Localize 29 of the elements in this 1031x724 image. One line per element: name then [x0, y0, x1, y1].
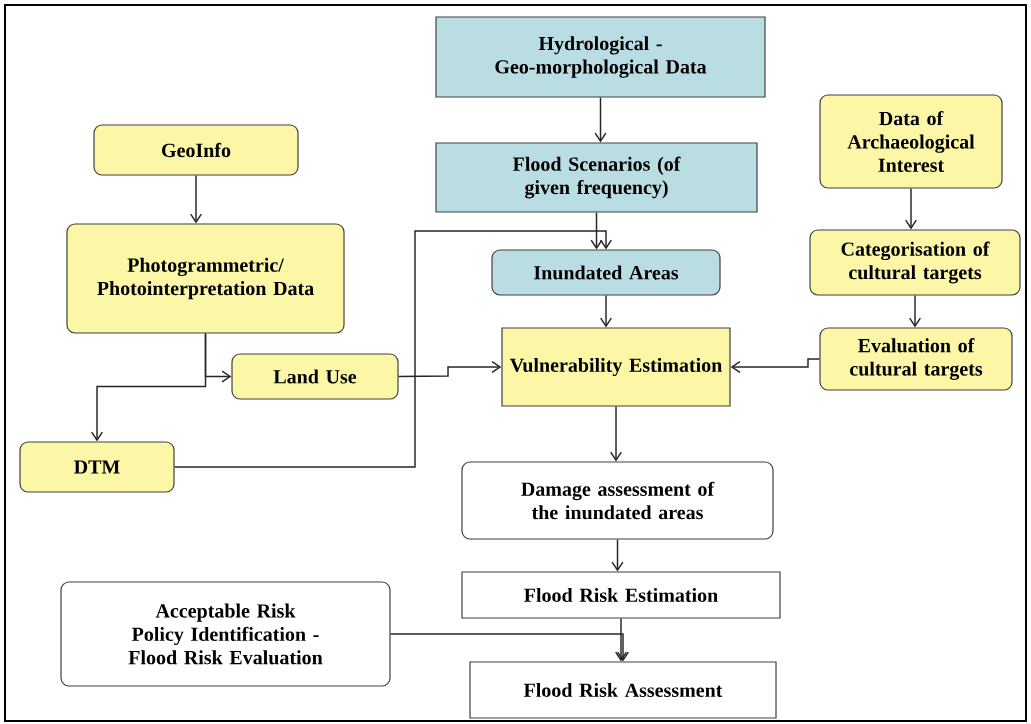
process-box: Flood Scenarios (of given frequency) [435, 142, 758, 213]
arrow [189, 174, 203, 224]
process-box: Categorisation of cultural targets [809, 229, 1021, 296]
process-box: DTM [19, 441, 175, 493]
process-box: Photogrammetric/ Photointerpretation Data [66, 223, 345, 334]
process-box: Flood Risk Estimation [461, 571, 781, 619]
process-box: Inundated Areas [491, 249, 721, 296]
arrow [90, 332, 207, 442]
process-box: GeoInfo [93, 124, 299, 176]
arrow [389, 633, 630, 662]
process-box: Flood Risk Assessment [469, 661, 777, 719]
process-box: Vulnerability Estimation [501, 327, 731, 407]
process-box: Land Use [231, 353, 399, 400]
arrow [904, 187, 918, 230]
arrow [590, 211, 603, 250]
arrow [908, 294, 922, 328]
arrow [614, 617, 628, 662]
arrow [611, 538, 624, 572]
process-box: Damage assessment of the inundated areas [461, 461, 774, 540]
process-box: Acceptable Risk Policy Identification - Flood Risk Evaluation [60, 581, 391, 687]
process-box: Hydrological - Geo-morphological Data [435, 16, 766, 98]
arrow [594, 96, 607, 143]
process-box: Data of Archaeological Interest [819, 94, 1003, 189]
arrow [173, 230, 613, 468]
arrow [609, 405, 623, 462]
arrow [397, 360, 502, 378]
arrow [730, 358, 821, 374]
process-box: Evaluation of cultural targets [819, 327, 1013, 391]
arrow [599, 294, 613, 328]
